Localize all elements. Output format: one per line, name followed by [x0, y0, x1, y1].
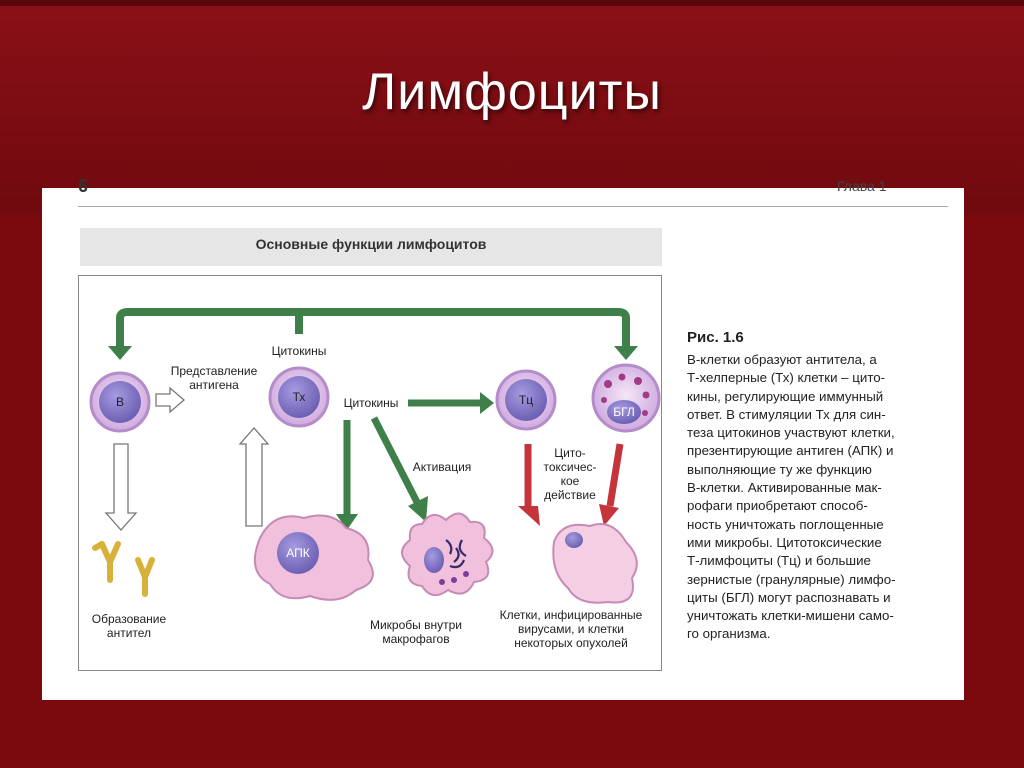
caption-line: Т-лимфоциты (Тц) и большие	[687, 553, 871, 569]
hollow-arrow-apc-to-th	[238, 427, 270, 527]
antibody-formation-label: Образование антител	[82, 612, 176, 640]
antibody-formation-line-2: антител	[106, 626, 152, 640]
caption-line: ность уничтожать поглощенные	[687, 516, 884, 532]
caption-line: кины, регулирующие иммунный	[687, 388, 884, 404]
tc-cell-label: Тц	[518, 393, 534, 407]
red-arrowhead-left	[518, 506, 540, 526]
cytotoxic-line-2: токсичес-	[543, 460, 597, 474]
infected-cells-line-2: вирусами, и клетки	[518, 622, 624, 636]
arrowhead-to-nk	[614, 346, 638, 360]
apc-cell	[253, 514, 374, 601]
tc-cell	[495, 369, 557, 431]
caption-line: Т-хелперные (Тх) клетки – цито-	[687, 370, 886, 386]
arrowhead-to-macrophage	[408, 496, 428, 522]
caption-line: В-клетки. Активированные мак-	[687, 480, 882, 496]
diagram-frame	[78, 275, 662, 671]
box-title: Основные функции лимфоцитов	[255, 236, 487, 252]
th-cell	[268, 366, 330, 428]
top-green-bracket	[116, 308, 630, 355]
macrophage-cell	[401, 512, 494, 597]
antigen-presentation-label: Представление антигена	[162, 364, 266, 392]
chapter-label: Глава 1	[837, 178, 887, 194]
page-number: 6	[78, 176, 89, 196]
antigen-presentation-line-2: антигена	[189, 378, 239, 392]
arrowhead-to-b	[108, 346, 132, 360]
antigen-presentation-line-1: Представление	[170, 364, 258, 378]
figure-caption-title: Рис. 1.6	[687, 329, 744, 346]
caption-line: циты (БГЛ) могут распознавать и	[687, 589, 891, 605]
cytotoxic-line-4: действие	[544, 488, 596, 502]
figure-panel: 6 Глава 1 Основные функции лимфоцитов	[42, 176, 964, 700]
caption-line: уничтожать клетки-мишени само-	[687, 608, 894, 624]
caption-line: рофаги приобретают способ-	[687, 498, 868, 514]
b-cell	[89, 371, 151, 433]
caption-line: го организма.	[687, 626, 771, 642]
caption-line: ими микробы. Цитотоксические	[687, 534, 882, 550]
infected-cells-line-1: Клетки, инфицированные	[499, 608, 643, 622]
caption-line: зернистые (гранулярные) лимфо-	[687, 571, 896, 587]
nk-cell	[591, 363, 661, 433]
caption-line: презентирующие антиген (АПК) и	[687, 443, 894, 459]
antibody-icon	[92, 541, 155, 597]
infected-cells-line-3: некоторых опухолей	[514, 636, 628, 650]
th-cell-label: Тх	[292, 390, 306, 404]
microbes-line-1: Микробы внутри	[369, 618, 462, 632]
cytotoxic-line-1: Цито-	[554, 446, 586, 460]
caption-line: ответ. В стимуляции Тх для син-	[687, 406, 886, 422]
caption-line: теза цитокинов участвуют клетки,	[687, 425, 895, 441]
cytokines-top-label: Цитокины	[271, 344, 327, 358]
red-arrowhead-right	[599, 504, 619, 526]
box-title-bar	[80, 228, 662, 266]
activation-label: Активация	[412, 460, 472, 474]
infected-target-cell	[552, 523, 638, 604]
b-cell-label: В	[115, 395, 124, 409]
caption-line: выполняющие ту же функцию	[687, 461, 872, 477]
arrowhead-to-tc	[480, 392, 494, 414]
cytotoxic-line-3: кое	[560, 474, 580, 488]
hollow-arrow-b-to-antibodies	[104, 443, 138, 531]
caption-line: В-клетки образуют антитела, а	[687, 352, 877, 367]
slide-title: Лимфоциты	[362, 63, 662, 121]
slide-header-background	[0, 0, 1024, 215]
microbes-line-2: макрофагов	[382, 632, 450, 646]
microbes-label: Микробы внутри макрофагов	[360, 618, 472, 646]
infected-cells-label: Клетки, инфицированные вирусами, и клетк…	[488, 608, 654, 650]
green-arrow-to-macrophage	[370, 416, 423, 508]
apc-cell-label: АПК	[286, 546, 310, 560]
nk-cell-label: БГЛ	[613, 405, 635, 419]
hollow-arrow-presentation	[155, 386, 185, 414]
cytotoxic-action-label: Цито- токсичес- кое действие	[532, 446, 608, 502]
arrowhead-to-apc	[336, 514, 358, 530]
slide-top-band	[0, 0, 1024, 6]
header-rule	[78, 206, 948, 207]
lymphocyte-diagram	[89, 308, 661, 604]
figure-caption-text: В-клетки образуют антитела, а Т-хелперны…	[687, 351, 947, 644]
cytokines-mid-label: Цитокины	[343, 396, 399, 410]
red-arrow-from-nk	[606, 443, 624, 507]
antibody-formation-line-1: Образование	[91, 612, 167, 626]
